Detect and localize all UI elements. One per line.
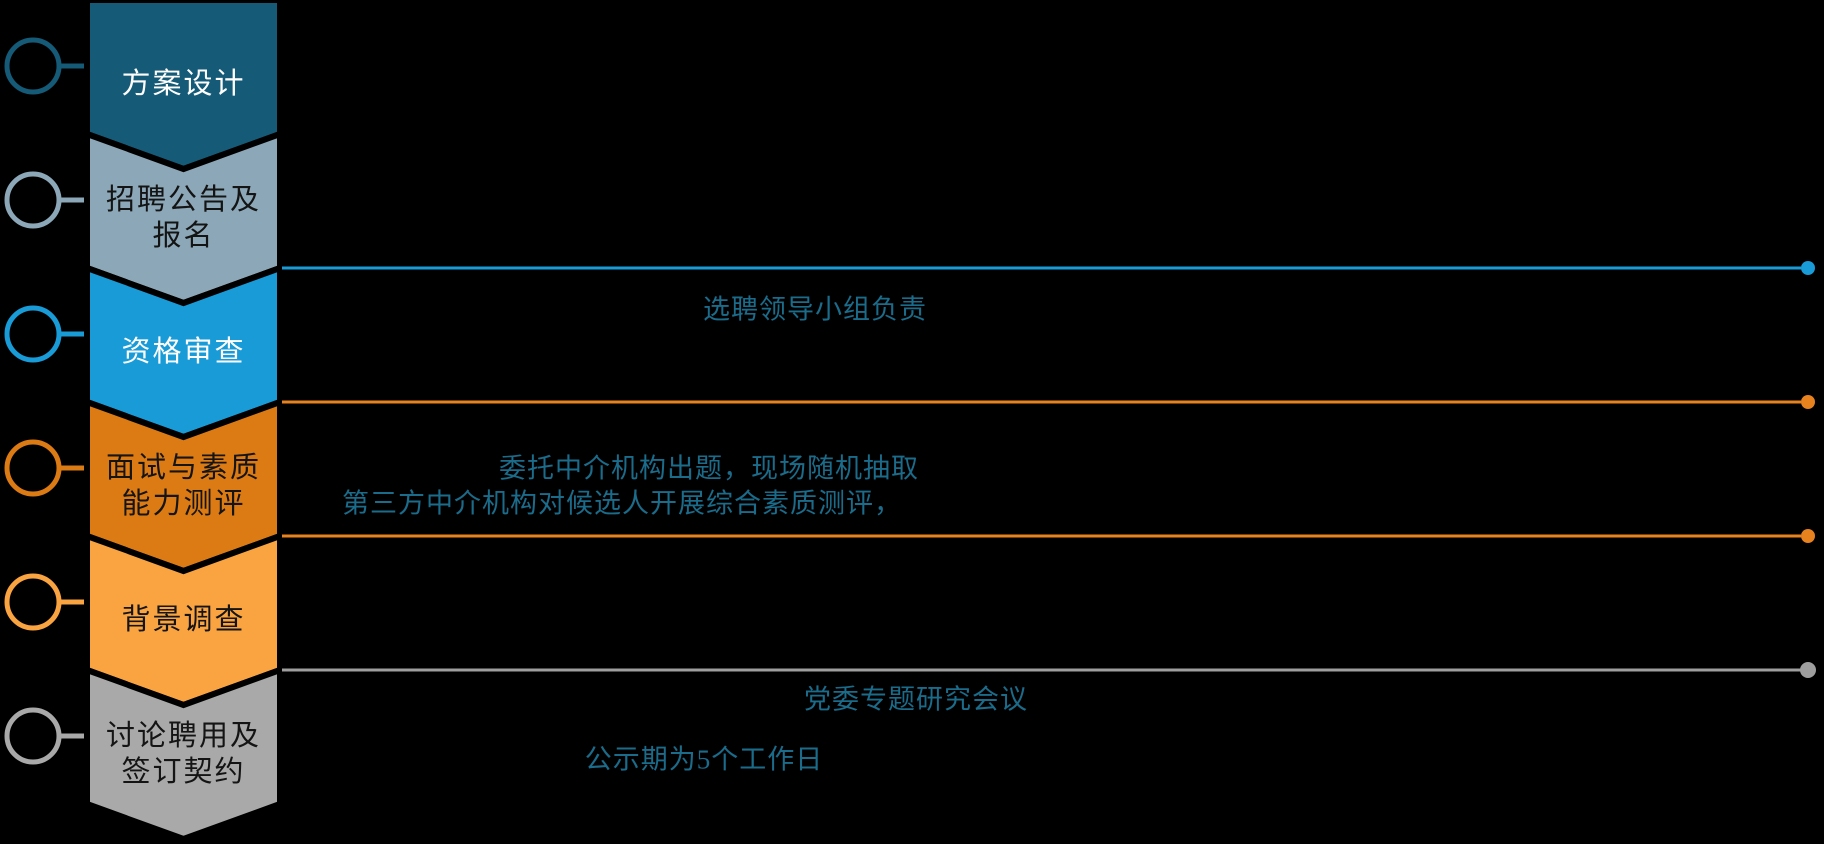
step-label: 方案设计 <box>121 67 246 100</box>
connector-endpoint-dot <box>1801 261 1815 275</box>
step-label: 招聘公告及报名 <box>105 183 261 252</box>
step-label: 面试与素质能力测评 <box>105 451 261 520</box>
step-label: 背景调查 <box>121 603 246 636</box>
step-marker-circle <box>4 439 62 497</box>
step-marker-circle <box>4 305 62 363</box>
step-marker-circle <box>4 573 62 631</box>
step-marker-circle <box>4 37 62 95</box>
step-marker-circle <box>4 171 62 229</box>
annotation-text: 公示期为5个工作日 <box>584 744 824 775</box>
step-chevron <box>84 665 283 843</box>
connector-endpoint-dot <box>1801 395 1815 409</box>
step-label: 讨论聘用及签订契约 <box>105 719 261 788</box>
step-label: 资格审查 <box>121 335 246 368</box>
connector-endpoint-dot <box>1801 529 1815 543</box>
step-marker-circle <box>4 707 62 765</box>
connector-endpoint-dot <box>1800 662 1816 678</box>
annotation-text: 第三方中介机构对候选人开展综合素质测评， <box>342 488 902 519</box>
annotation-text: 党委专题研究会议 <box>804 684 1028 715</box>
annotation-text: 委托中介机构出题，现场随机抽取 <box>499 453 919 484</box>
annotation-text: 选聘领导小组负责 <box>703 294 927 325</box>
